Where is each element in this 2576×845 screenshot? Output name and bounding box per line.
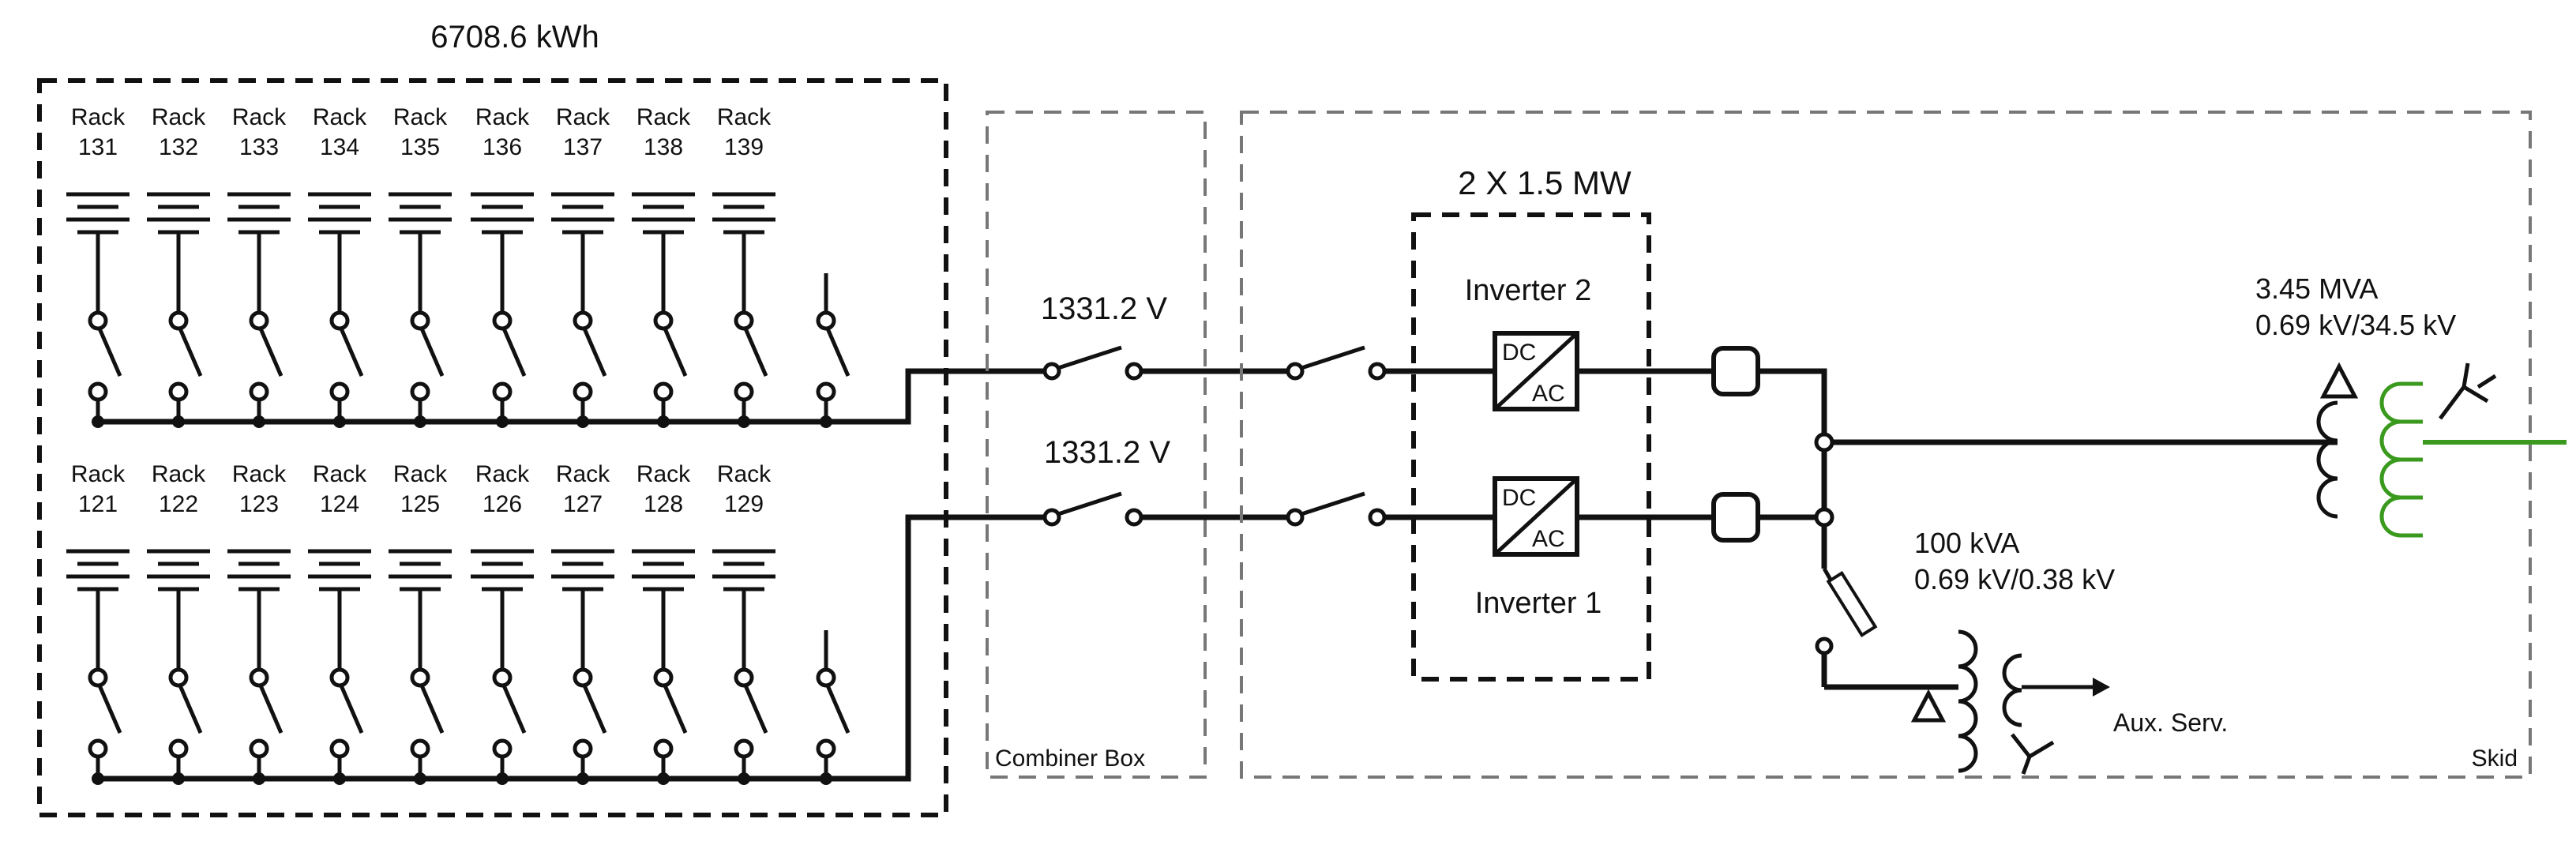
combiner-voltage-lower: 1331.2 V (1044, 435, 1170, 470)
skid-switch-lower (1288, 494, 1384, 524)
inverter-group-rating: 2 X 1.5 MW (1458, 164, 1632, 201)
aux-services-label: Aux. Serv. (2113, 708, 2228, 737)
battery-rack (227, 551, 291, 785)
main-transformer-rating: 3.45 MVA (2255, 272, 2378, 305)
rack-label-number: 136 (483, 134, 522, 160)
rack-label-word: Rack (717, 461, 772, 487)
aux-transformer-voltage: 0.69 kV/0.38 kV (1914, 563, 2115, 595)
battery-rack (66, 551, 130, 785)
battery-rack (551, 551, 614, 785)
rack-label-word: Rack (313, 104, 367, 130)
rack-label-word: Rack (71, 461, 126, 487)
combiner-box-label: Combiner Box (995, 745, 1145, 772)
inverter-2-label: Inverter 2 (1465, 274, 1592, 307)
rack-label-word: Rack (152, 461, 206, 487)
inverter-group-box (1411, 212, 1651, 682)
rack-label-word: Rack (636, 461, 691, 487)
rack-label-number: 128 (644, 491, 683, 517)
battery-rack (471, 551, 534, 785)
spare-rack-switch (818, 630, 848, 785)
combiner-voltage-upper: 1331.2 V (1041, 291, 1167, 326)
rack-label-word: Rack (152, 104, 206, 130)
rack-label-word: Rack (393, 461, 448, 487)
main-transformer: 3.45 MVA 0.69 kV/34.5 kV (2255, 272, 2567, 538)
rack-label-word: Rack (232, 461, 287, 487)
rack-label-number: 124 (320, 491, 359, 517)
rack-label-number: 131 (78, 134, 118, 160)
rack-units-upper (66, 194, 848, 428)
battery-enclosure (37, 78, 948, 817)
rack-label-word: Rack (556, 461, 610, 487)
upper-rack-group: Rack 131 Rack 132 Rack 133 Rack 134 Rack 135 Rack 1… (66, 104, 908, 428)
inverter-2-dc: DC (1502, 340, 1536, 366)
rack-label-number: 135 (400, 134, 440, 160)
rack-label-number: 129 (724, 491, 764, 517)
skid-label: Skid (2472, 745, 2518, 772)
battery-rack (712, 194, 775, 428)
rack-label-number: 137 (563, 134, 603, 160)
battery-rack (471, 194, 534, 428)
rack-units-lower (66, 551, 848, 785)
battery-rack (712, 551, 775, 785)
lower-feeder (905, 514, 1044, 782)
rack-label-word: Rack (313, 461, 367, 487)
rack-label-word: Rack (475, 461, 530, 487)
rack-labels-lower: Rack 121 Rack 122 Rack 123 Rack 124 Rack 125 Rack 1… (71, 461, 772, 517)
inverter-1-ac: AC (1532, 526, 1565, 552)
rack-label-number: 134 (320, 134, 359, 160)
aux-transformer: 100 kVA 0.69 kV/0.38 kV Aux. Serv. (1824, 527, 2228, 775)
lower-rack-group: Rack 121 Rack 122 Rack 123 Rack 124 Rack 125 Rack 1… (66, 461, 908, 785)
battery-rack (389, 551, 452, 785)
rack-label-number: 123 (239, 491, 279, 517)
rack-label-word: Rack (717, 104, 772, 130)
battery-rack (308, 194, 371, 428)
combiner-box (986, 111, 1207, 779)
battery-rack (632, 551, 695, 785)
ac-breaker-lower (1711, 492, 1760, 543)
battery-rack (147, 194, 210, 428)
rack-labels-upper: Rack 131 Rack 132 Rack 133 Rack 134 Rack 135 Rack 1… (71, 104, 772, 160)
rack-label-number: 126 (483, 491, 522, 517)
rack-label-number: 133 (239, 134, 279, 160)
battery-energy-label: 6708.6 kWh (430, 20, 599, 54)
rack-label-word: Rack (393, 104, 448, 130)
rack-label-number: 132 (159, 134, 198, 160)
battery-rack (227, 194, 291, 428)
skid-switch-upper (1288, 347, 1384, 378)
battery-rack (632, 194, 695, 428)
rack-label-word: Rack (475, 104, 530, 130)
rack-label-word: Rack (232, 104, 287, 130)
spare-rack-switch (818, 273, 848, 428)
rack-label-word: Rack (71, 104, 126, 130)
main-transformer-voltage: 0.69 kV/34.5 kV (2255, 309, 2456, 341)
inverter-1-symbol: DC AC (1493, 476, 1579, 557)
upper-feeder (905, 368, 1044, 425)
rack-label-word: Rack (556, 104, 610, 130)
battery-rack (147, 551, 210, 785)
rack-label-number: 139 (724, 134, 764, 160)
aux-transformer-rating: 100 kVA (1914, 527, 2019, 559)
ac-breaker-upper (1711, 346, 1760, 396)
inverter-2-symbol: DC AC (1493, 331, 1579, 411)
combiner-switch-lower (1045, 494, 1141, 524)
inverter-2-ac: AC (1532, 381, 1565, 407)
battery-rack (308, 551, 371, 785)
rack-label-number: 125 (400, 491, 440, 517)
rack-label-number: 121 (78, 491, 118, 517)
rack-label-word: Rack (636, 104, 691, 130)
rack-label-number: 122 (159, 491, 198, 517)
ac-bus-node (1814, 432, 1834, 453)
inverter-1-dc: DC (1502, 485, 1536, 511)
rack-label-number: 127 (563, 491, 603, 517)
aux-fuse (1815, 567, 1878, 687)
battery-rack (389, 194, 452, 428)
inverter-1-label: Inverter 1 (1475, 587, 1602, 620)
rack-label-number: 138 (644, 134, 683, 160)
battery-rack (551, 194, 614, 428)
battery-rack (66, 194, 130, 428)
combiner-switch-upper (1045, 347, 1141, 378)
